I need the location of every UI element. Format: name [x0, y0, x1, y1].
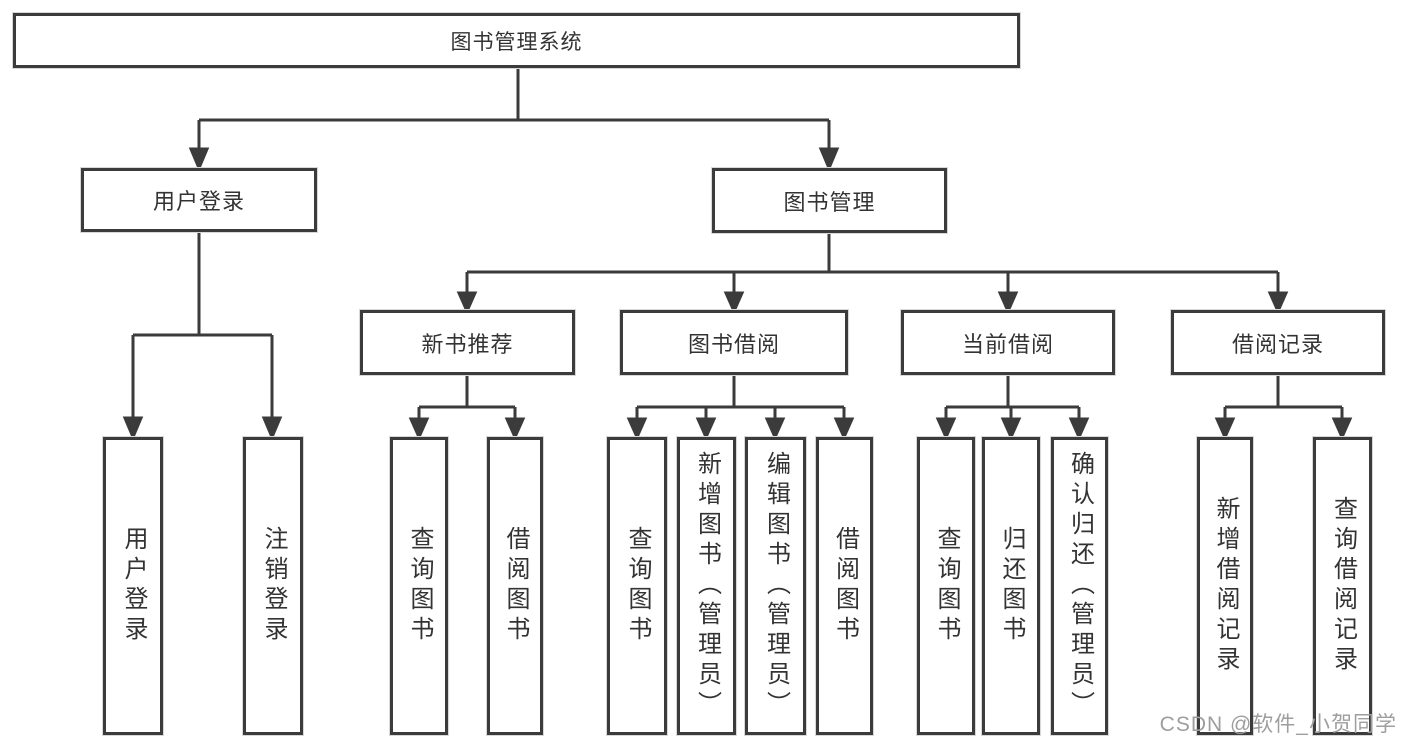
leaf-borrow-books-rec: 借阅图书	[487, 437, 543, 735]
leaf-query-books-rec: 查询图书	[390, 437, 448, 735]
node-book-borrowing: 图书借阅	[620, 310, 848, 375]
leaf-edit-books-admin: 编辑图书（管理员）	[745, 437, 806, 735]
leaf-add-books-admin: 新增图书（管理员）	[677, 437, 736, 735]
node-borrowing-records: 借阅记录	[1171, 310, 1385, 375]
csdn-watermark: CSDN @软件_小贺同学	[1159, 713, 1397, 736]
leaf-borrow-books: 借阅图书	[816, 437, 873, 735]
connector-root-to-level2	[188, 68, 840, 172]
connector-mgmt-to-level3	[456, 233, 1289, 315]
connector-borrow-to-leaves	[626, 375, 855, 441]
leaf-logout: 注销登录	[243, 437, 303, 735]
node-book-management: 图书管理	[712, 168, 947, 233]
node-current-borrowing: 当前借阅	[901, 310, 1115, 375]
leaf-user-login: 用户登录	[103, 437, 163, 735]
leaf-confirm-return-admin: 确认归还（管理员）	[1051, 437, 1108, 735]
leaf-add-borrow-record: 新增借阅记录	[1197, 437, 1253, 735]
connector-login-to-leaves	[122, 232, 283, 441]
node-root-system: 图书管理系统	[13, 13, 1020, 68]
leaf-query-books-borrow: 查询图书	[607, 437, 667, 735]
leaf-query-books-current: 查询图书	[917, 437, 975, 735]
connector-history-to-leaves	[1214, 375, 1353, 441]
leaf-return-books: 归还图书	[982, 437, 1040, 735]
node-new-book-recommend: 新书推荐	[360, 310, 575, 375]
leaf-query-borrow-record: 查询借阅记录	[1313, 437, 1372, 735]
connector-current-to-leaves	[935, 375, 1090, 441]
node-user-login: 用户登录	[81, 168, 317, 232]
connector-rec-to-leaves	[408, 375, 526, 441]
